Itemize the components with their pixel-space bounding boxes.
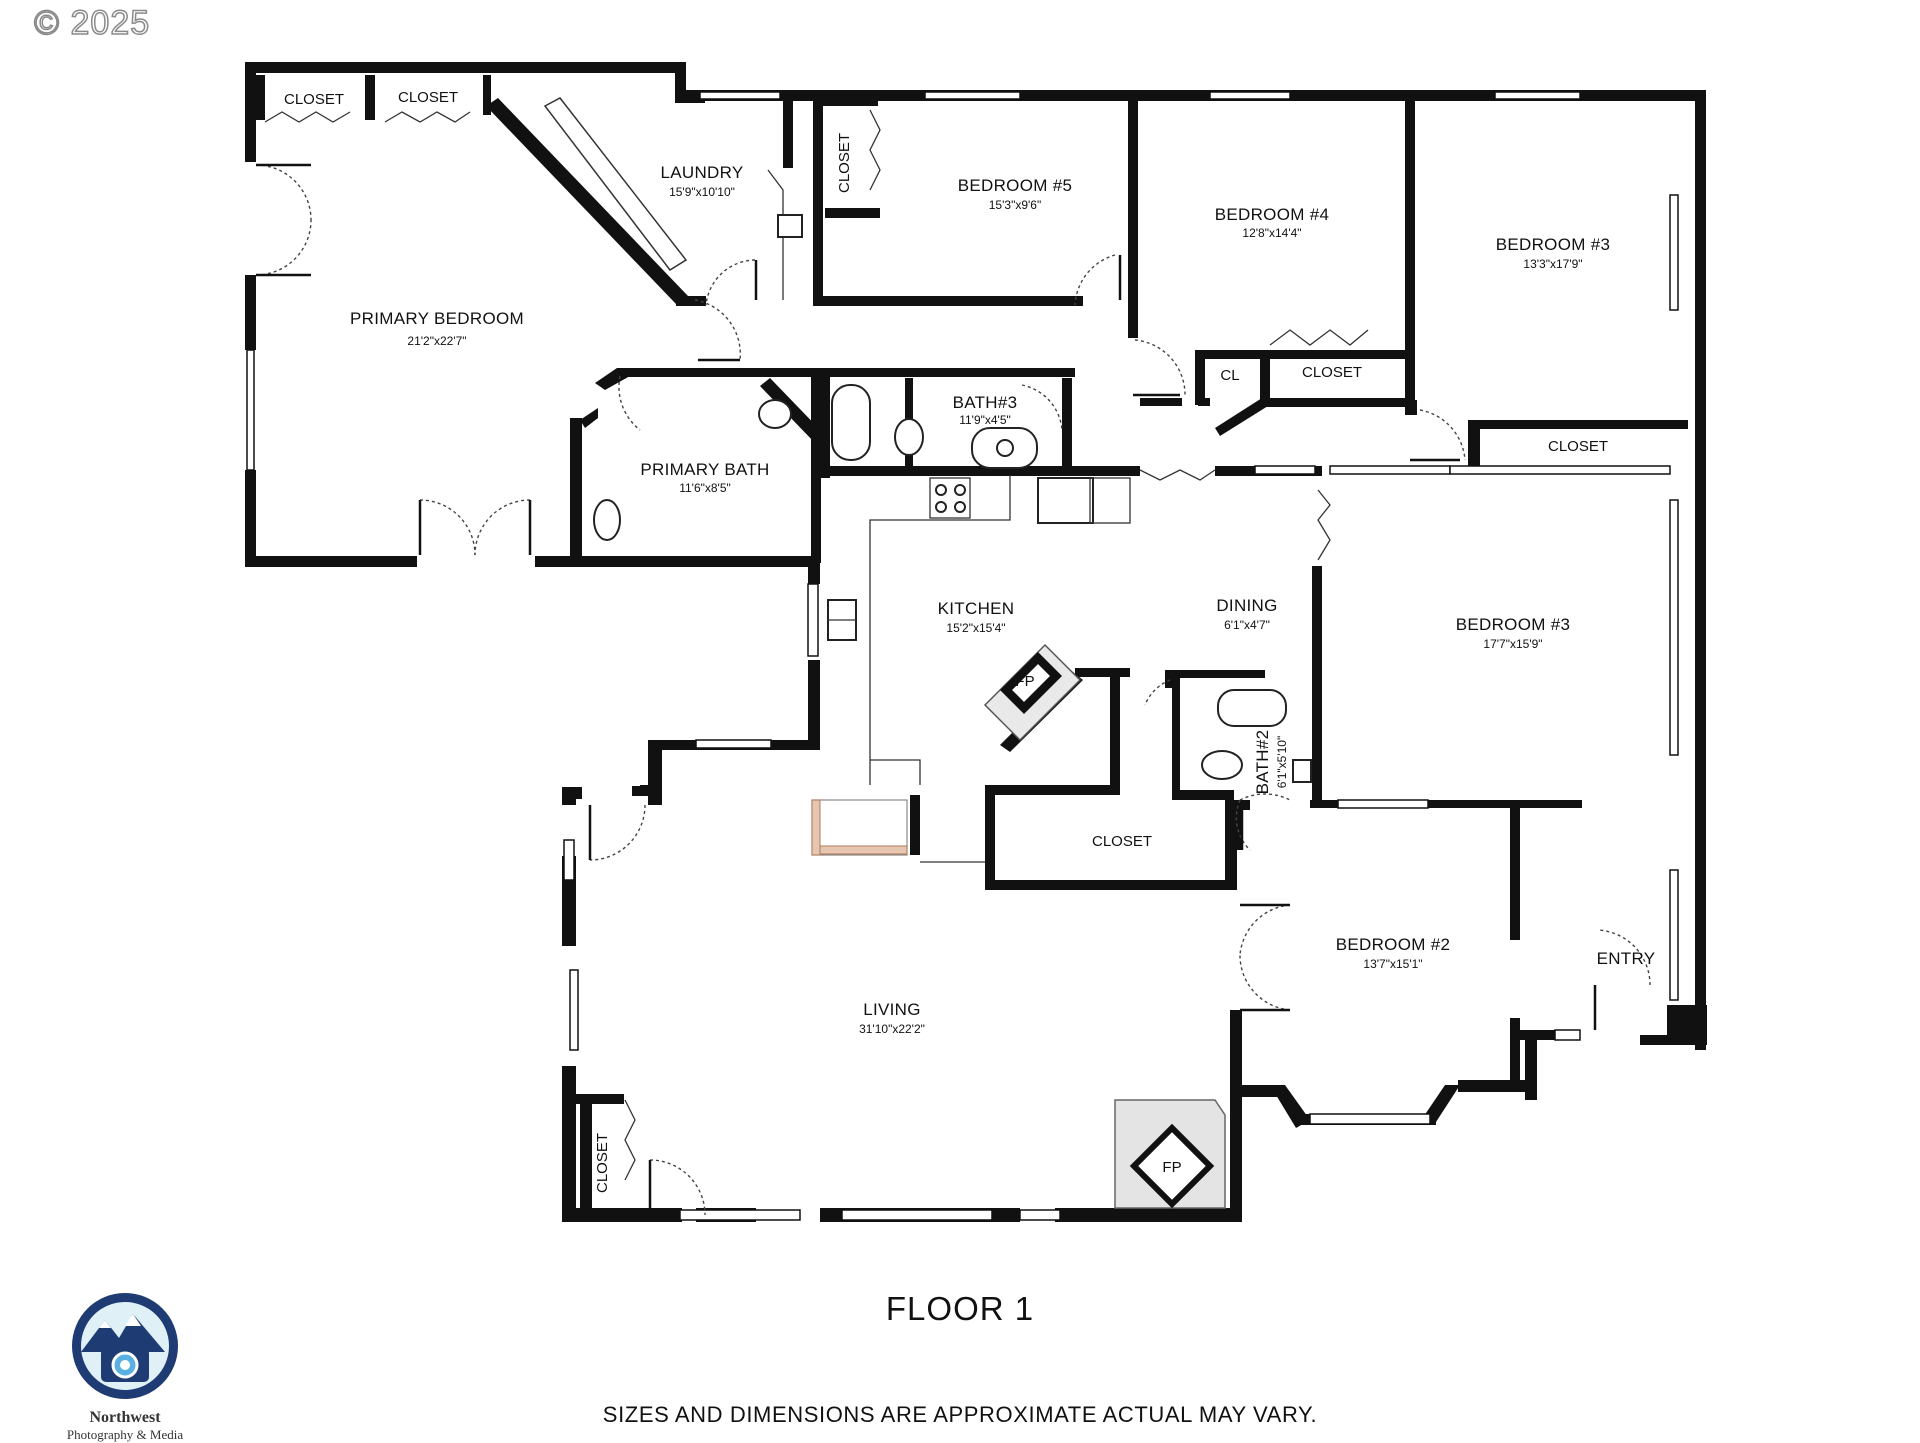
primary-bath-dims: 11'6"x8'5" (679, 481, 731, 495)
doors (255, 109, 1651, 1216)
disclaimer: SIZES AND DIMENSIONS ARE APPROXIMATE ACT… (602, 1402, 1318, 1427)
bedroom2-name: BEDROOM #2 (1336, 935, 1450, 954)
bedroom3-upper-name: BEDROOM #3 (1496, 235, 1610, 254)
living-dims: 31'10"x22'2" (859, 1022, 925, 1036)
logo-name: Northwest (89, 1409, 161, 1426)
closet-label: CLOSET (594, 1133, 611, 1193)
bath3-dims: 11'9"x4'5" (959, 413, 1011, 427)
copyright-watermark: © 2025 (33, 3, 151, 43)
closet-label: CLOSET (284, 91, 344, 108)
bedroom4-name: BEDROOM #4 (1215, 205, 1329, 224)
cl-label: CL (1220, 367, 1239, 384)
bedroom4-dims: 12'8"x14'4" (1242, 226, 1301, 240)
bedroom5-name: BEDROOM #5 (958, 176, 1072, 195)
fp-label: FP (1015, 673, 1034, 690)
dining-dims: 6'1"x4'7" (1224, 618, 1270, 632)
living-name: LIVING (863, 1000, 921, 1019)
bedroom3-lower-dims: 17'7"x15'9" (1483, 637, 1542, 651)
entry-name: ENTRY (1597, 949, 1656, 968)
logo-subtitle: Photography & Media (66, 1427, 184, 1442)
closet-label: CLOSET (398, 89, 458, 106)
closet-label: CLOSET (1548, 438, 1608, 455)
primary-bedroom-dims: 21'2"x22'7" (407, 334, 466, 348)
bedroom3-lower-name: BEDROOM #3 (1456, 615, 1570, 634)
primary-bath-name: PRIMARY BATH (640, 460, 769, 479)
closet-label: CLOSET (1302, 364, 1362, 381)
bath3-name: BATH#3 (953, 393, 1018, 412)
fp-label: FP (1162, 1159, 1181, 1176)
laundry-dims: 15'9"x10'10" (669, 185, 735, 199)
kitchen-dims: 15'2"x15'4" (946, 621, 1005, 635)
bedroom3-upper-dims: 13'3"x17'9" (1523, 257, 1582, 271)
laundry-name: LAUNDRY (660, 163, 743, 182)
bedroom5-dims: 15'3"x9'6" (989, 198, 1041, 212)
camera-mountain-icon (72, 1293, 178, 1399)
room-labels: CLOSET CLOSET CLOSET CLOSET CL CLOSET CL… (284, 89, 1655, 1193)
floor-title: FLOOR 1 (885, 1290, 1035, 1327)
closet-label: CLOSET (836, 133, 853, 193)
bath2-name: BATH#2 (1253, 730, 1272, 795)
closet-label: CLOSET (1092, 833, 1152, 850)
kitchen-name: KITCHEN (938, 599, 1015, 618)
company-logo: Northwest Photography & Media (55, 1290, 195, 1443)
bedroom2-dims: 13'7"x15'1" (1363, 957, 1422, 971)
dining-name: DINING (1216, 596, 1277, 615)
primary-bedroom-name: PRIMARY BEDROOM (350, 309, 524, 328)
bath2-dims: 6'1"x5'10" (1275, 736, 1289, 788)
fixtures (543, 97, 1312, 1209)
windows (246, 91, 1679, 1221)
